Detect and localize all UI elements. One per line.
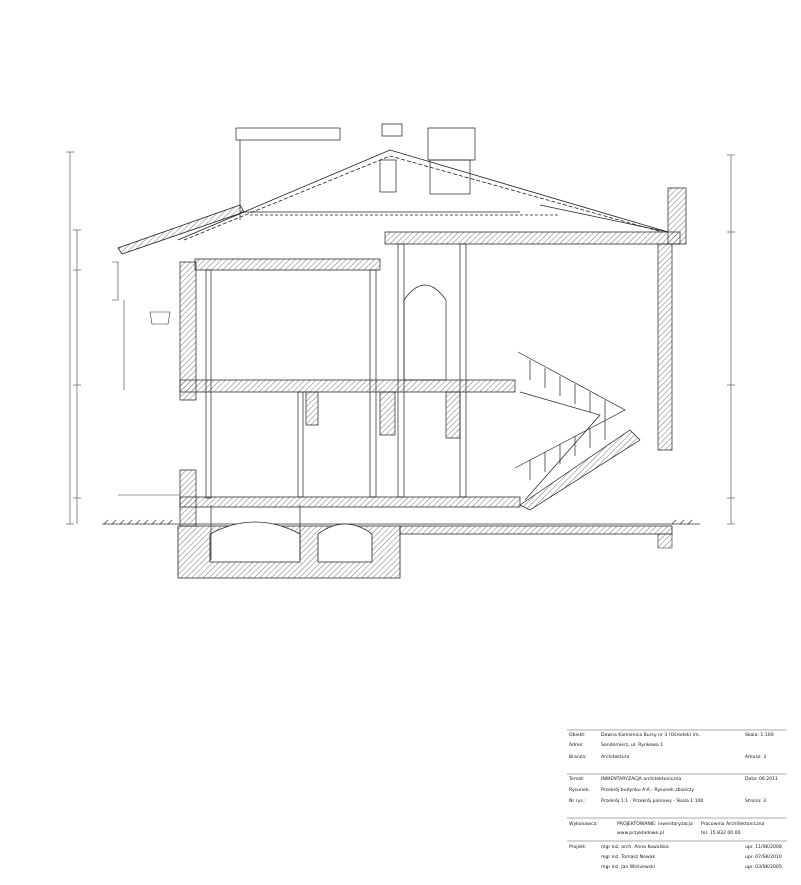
row-label: Nr rys.: bbox=[569, 799, 586, 804]
row-aux: Data: 06.2011 bbox=[745, 777, 778, 782]
row-label: Obiekt: bbox=[569, 733, 586, 738]
first-floor-slab bbox=[179, 379, 516, 393]
row-aux: upr. 03/SK/2005 bbox=[745, 865, 782, 870]
row-value: mgr inż. Tomasz Nowak bbox=[601, 855, 656, 860]
row-value: www.przykładowe.pl bbox=[617, 831, 664, 836]
roof-structure bbox=[117, 149, 669, 255]
exterior-walls bbox=[179, 187, 687, 527]
row-aux: upr. 07/SK/2010 bbox=[745, 855, 782, 860]
row-label: Wykonawca: bbox=[569, 822, 598, 827]
row-value: Przekrój 1:1 - Przekrój pionowy - Skala … bbox=[601, 799, 704, 804]
row-value: PROJEKTOWANIE: inwentaryzacja bbox=[617, 822, 693, 827]
row-value: mgr inż. Jan Wiśniewski bbox=[601, 865, 656, 870]
staircase bbox=[514, 351, 641, 511]
ground-floor-slab bbox=[179, 496, 521, 508]
interior-walls bbox=[205, 243, 467, 560]
row-aux: Arkusz: 3 bbox=[745, 755, 767, 760]
chimneys bbox=[235, 123, 476, 220]
row-value: mgr inż. arch. Anna Kowalska bbox=[601, 845, 669, 850]
row-aux: tel. 15 832 00 00 bbox=[701, 831, 741, 836]
attic-slab bbox=[384, 231, 681, 245]
basement-foundation bbox=[177, 521, 673, 579]
row-value: INWENTARYZACJA architektoniczna bbox=[601, 777, 682, 782]
row-aux: Pracownia Architektoniczna bbox=[701, 822, 765, 827]
left-facade-outline bbox=[112, 261, 180, 496]
row-label: Adres: bbox=[569, 743, 584, 748]
row-aux: Strona: 3 bbox=[745, 799, 766, 804]
title-block-frame bbox=[567, 729, 787, 842]
row-aux: Skala: 1:100 bbox=[745, 733, 774, 738]
row-value: Dawna Kamienica Bursy nr 3 (Ośrodek) im. bbox=[601, 733, 701, 738]
row-label: Temat: bbox=[569, 777, 585, 782]
row-aux: upr. 11/SK/2008 bbox=[745, 845, 782, 850]
ground-line bbox=[102, 519, 700, 525]
second-floor-slab bbox=[194, 258, 381, 271]
row-value: Przekrój budynku A-A - Rysunek zbiorczy bbox=[601, 788, 695, 793]
row-label: Projekt: bbox=[569, 845, 587, 850]
dimension-lines-left bbox=[66, 151, 81, 525]
row-value: Sandomierz, ul. Rynkowa 1 bbox=[601, 743, 664, 748]
row-value: Architektura bbox=[601, 755, 630, 760]
dimension-lines-right bbox=[727, 154, 735, 525]
row-label: Branża: bbox=[569, 755, 587, 760]
row-label: Rysunek: bbox=[569, 788, 590, 793]
